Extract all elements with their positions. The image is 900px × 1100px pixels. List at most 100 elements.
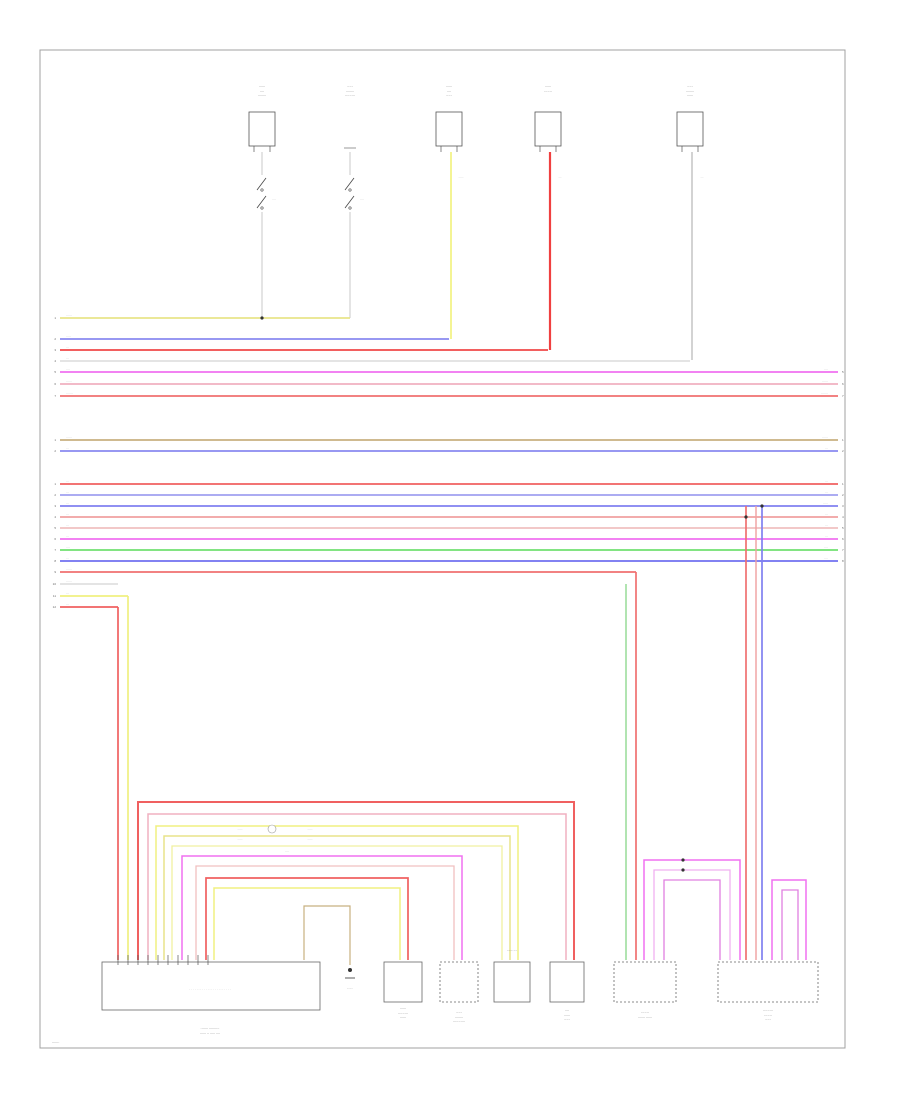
component-label: ······ [259,85,265,89]
bus-wire-label: ······ [66,568,72,572]
bus-wire-label: ··· [825,447,828,451]
bus-wire-label: ··· [66,480,69,484]
bus-pin-number: 3 [842,504,844,508]
switch-terminal [260,206,264,210]
wire [771,879,807,960]
component-label: ······ [400,1007,406,1011]
wire-label: ···· [285,849,289,853]
switch-contact [256,195,267,209]
splice-dot [681,868,685,872]
diagram-frame [39,49,846,1049]
wire [181,855,463,960]
bus-pin-number: 1 [54,316,56,320]
page-mark: ······· [52,1041,59,1045]
component-label: ······ ·· ····· ···· [200,1032,221,1036]
bus-pin-number: 5 [842,526,844,530]
component-label: ········ [455,1016,464,1020]
component-label: ······· [764,1014,771,1018]
module-box [613,961,677,1003]
bus-wire-label: ······ [66,436,72,440]
module-box [717,961,819,1003]
component-label: ····· [564,1018,569,1022]
wire [195,865,455,960]
bus-pin-number: 4 [842,515,844,519]
component-label: ········ [686,90,695,94]
connector-box [435,111,463,147]
module-box [383,961,423,1003]
wire-label: ··· [701,175,704,179]
bus-pin-number: 2 [842,493,844,497]
bus-pin-number: 7 [54,394,56,398]
wire [147,813,567,960]
component-label: ······ [446,85,452,89]
component-label: ···· [565,1009,569,1013]
bus-wire-label: ······· [66,392,73,396]
component-label: ······ [545,85,551,89]
bus-wire-label: ···· [824,546,828,550]
bus-wire-label: ······ [66,314,72,318]
bus-pin-number: 1 [54,482,56,486]
component-label: ···· [447,90,451,94]
wire-label: ····· [238,837,243,841]
wire-label: ···· [360,197,364,201]
bus-pin-number: 6 [54,382,56,386]
splice-dot [760,504,764,508]
wire [653,869,731,960]
bus-pin-number: 4 [54,515,56,519]
wire-label: ···· [272,197,276,201]
wire-label: ····· [238,827,243,831]
connector-box [248,111,276,147]
wire [643,859,741,960]
wire [163,835,511,960]
bus-wire-label: ······ [66,380,72,384]
component-label: ······ [687,94,693,98]
bus-pin-number: 4 [54,359,56,363]
wire [781,889,799,960]
component-label: ······· [641,1011,648,1015]
bus-pin-number: 3 [54,504,56,508]
bus-wire-label: ··· [66,535,69,539]
component-label: ········· [763,1009,773,1013]
wire [155,825,519,960]
switch-terminal [260,188,264,192]
component-label: ······· ······ [638,1016,653,1020]
component-label: ······· [544,90,551,94]
wire [663,879,721,960]
component-label: ········ [346,90,355,94]
bus-pin-number: 5 [54,526,56,530]
bus-wire-label: ····· [823,502,828,506]
component-label: ··········· [453,1020,465,1024]
component-label: ····· [687,85,692,89]
bus-wire-label: ··· [66,502,69,506]
component-label: ···· [260,90,264,94]
bus-pin-number: 11 [53,594,56,598]
component-layer [101,111,819,1011]
bus-wire-label: ··· [66,603,69,607]
bus-pin-number: 7 [842,394,844,398]
wire [137,801,575,960]
bus-pin-number: 3 [54,348,56,352]
component-label: ····· ··· [507,949,516,953]
connector-box [534,111,562,147]
bus-wire-label: ··· [66,592,69,596]
ground-point [348,968,352,972]
wire-label: ····· [459,175,464,179]
bus-wire-label: ···· [824,557,828,561]
bus-wire-label: ··· [66,357,69,361]
wire [171,845,503,960]
bus-pin-number: 6 [842,382,844,386]
component-label: ····· [765,1018,770,1022]
bus-wire-label: ···· [66,546,70,550]
switch-contact [344,195,355,209]
bus-wire-label: ··· [66,491,69,495]
wire [205,877,409,960]
bus-wire-label: ··· [825,524,828,528]
component-label: ········ [258,94,267,98]
bus-wire-label: ······· [821,392,828,396]
wire-label: ····· [308,837,313,841]
bus-pin-number: 12 [53,605,57,609]
bus-pin-number: 8 [54,559,56,563]
connector-box [676,111,704,147]
label-layer: ········································… [53,85,844,1036]
